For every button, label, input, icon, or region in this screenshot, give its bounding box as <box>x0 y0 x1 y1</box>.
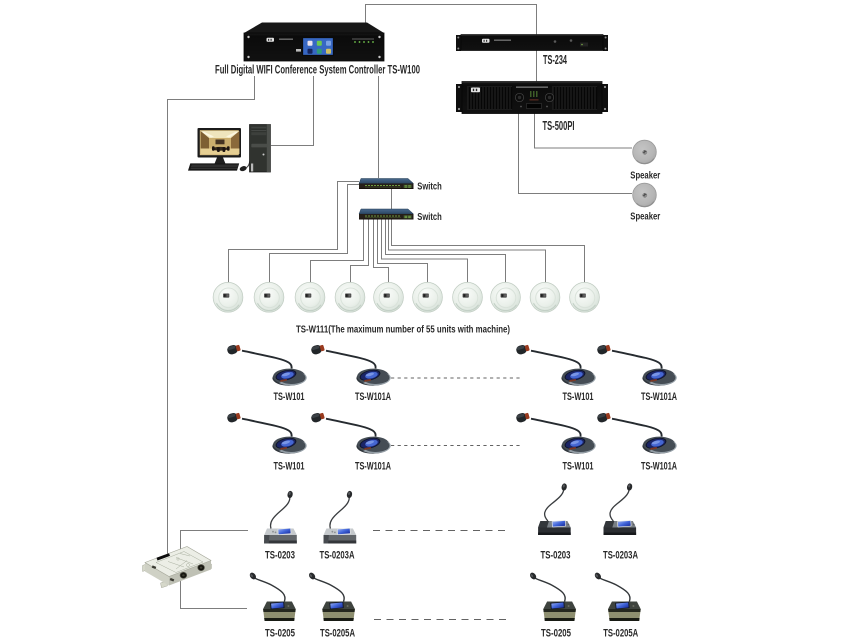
svg-text:TS-W101: TS-W101 <box>274 391 305 403</box>
svg-text:Full Digital WIFI Conference S: Full Digital WIFI Conference System Cont… <box>215 63 420 77</box>
svg-text:TS-0205: TS-0205 <box>265 627 295 639</box>
svg-text:TS-W101A: TS-W101A <box>355 391 391 403</box>
svg-text:TS-0203: TS-0203 <box>265 550 295 562</box>
svg-text:TS-0205A: TS-0205A <box>603 627 638 639</box>
svg-text:TS-W101A: TS-W101A <box>355 460 391 472</box>
svg-text:Speaker: Speaker <box>630 211 660 223</box>
svg-text:TS-W101: TS-W101 <box>563 460 594 472</box>
svg-text:TS-W101A: TS-W101A <box>641 391 677 403</box>
svg-text:Switch: Switch <box>417 181 442 193</box>
svg-text:TS-0203: TS-0203 <box>541 550 571 562</box>
svg-text:TS-W101A: TS-W101A <box>641 460 677 472</box>
svg-text:TS-0203A: TS-0203A <box>320 550 355 562</box>
svg-text:TS-W101: TS-W101 <box>563 391 594 403</box>
svg-text:Speaker: Speaker <box>630 170 660 182</box>
svg-text:TS-0205: TS-0205 <box>541 627 571 639</box>
svg-text:TS-500PI: TS-500PI <box>543 119 575 133</box>
svg-text:Switch: Switch <box>417 211 442 223</box>
svg-text:TS-0205A: TS-0205A <box>320 627 355 639</box>
svg-text:TS-234: TS-234 <box>543 53 567 67</box>
svg-text:TS-W101: TS-W101 <box>274 460 305 472</box>
svg-text:TS-W111(The maximum number of: TS-W111(The maximum number of 55 units w… <box>296 324 510 336</box>
svg-text:TS-0203A: TS-0203A <box>603 550 638 562</box>
